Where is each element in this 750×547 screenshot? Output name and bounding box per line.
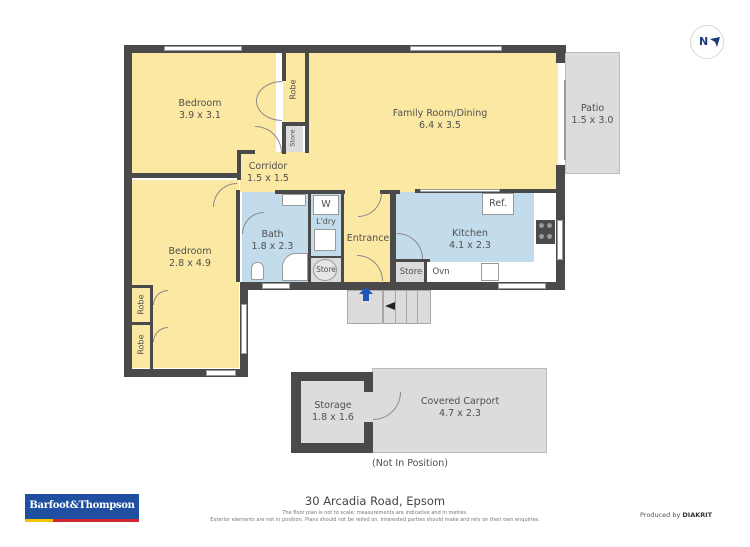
stair-direction-arrow-icon	[385, 302, 395, 310]
brand-stripe-red	[53, 519, 139, 522]
window	[420, 189, 500, 192]
not-in-position-note: (Not In Position)	[372, 458, 448, 469]
store-2-circle	[313, 259, 337, 281]
wall	[240, 282, 558, 290]
room-label-robe-1: Robe	[288, 79, 298, 100]
wall	[131, 173, 241, 178]
storage-doorway	[363, 392, 373, 422]
window	[241, 304, 247, 354]
wall	[236, 190, 240, 282]
disclaimer-line-1: The floor plan is not to scale; measurem…	[282, 510, 468, 516]
label-washer: W	[321, 199, 331, 210]
window	[206, 370, 236, 376]
produced-by-prefix: Produced by	[640, 511, 681, 519]
wall	[390, 190, 396, 282]
laundry-tub	[314, 229, 336, 251]
wall	[424, 259, 427, 284]
storage-area	[301, 381, 364, 443]
bath-vanity	[282, 194, 306, 206]
wall	[237, 150, 241, 180]
window	[410, 46, 502, 51]
window	[557, 220, 563, 260]
room-label-robe-3: Robe	[136, 334, 146, 355]
property-address: 30 Arcadia Road, Epsom	[304, 494, 446, 508]
wall	[282, 122, 286, 154]
window	[262, 283, 290, 289]
fridge	[482, 193, 514, 215]
label-oven: Ovn	[432, 267, 450, 277]
room-label-laundry: L'dry	[316, 217, 336, 226]
disclaimer-line-2: Exterior elements are not in position. P…	[210, 517, 540, 523]
wall	[124, 369, 248, 377]
window	[164, 46, 242, 51]
room-label-robe-2: Robe	[136, 294, 146, 315]
cooktop	[536, 220, 555, 244]
washer	[313, 195, 339, 215]
wall	[341, 190, 344, 282]
brand-logo-text: Barfoot&Thompson	[29, 500, 135, 511]
window	[564, 80, 566, 160]
wall	[282, 122, 308, 126]
room-label-store-1: Store	[288, 129, 297, 147]
patio-area	[565, 52, 620, 174]
carport-area	[372, 368, 547, 453]
wall	[556, 165, 565, 193]
door-swing	[255, 126, 282, 153]
wall	[311, 256, 341, 258]
wall	[396, 259, 430, 262]
entry-arrow-icon	[359, 287, 373, 301]
wall	[131, 285, 153, 288]
wall	[150, 285, 153, 369]
wall	[556, 45, 565, 63]
wall	[237, 150, 255, 154]
kitchen-bench	[396, 262, 556, 284]
produced-by: Produced by DIAKRIT	[640, 511, 712, 519]
wall	[131, 322, 153, 325]
room-label-entrance: Entrance	[346, 233, 390, 244]
wall	[380, 190, 400, 194]
compass: N	[690, 25, 724, 59]
brand-stripe-yellow	[25, 519, 53, 522]
wall	[124, 45, 566, 53]
brand-logo: Barfoot&Thompson	[25, 494, 139, 522]
wall	[305, 53, 309, 153]
north-arrow-icon	[710, 37, 720, 47]
bathtub	[282, 253, 308, 281]
label-fridge: Ref.	[489, 198, 507, 209]
room-label-store-3: Store	[399, 267, 423, 277]
room-label-store-2: Store	[316, 265, 336, 274]
store-3-area	[396, 262, 426, 284]
robe-1-area	[283, 52, 305, 122]
corridor-area	[240, 152, 360, 192]
window	[498, 283, 546, 289]
wall	[124, 45, 132, 377]
north-label: N	[699, 35, 709, 48]
store-1-area	[286, 126, 303, 152]
producer-brand: DIAKRIT	[682, 511, 713, 519]
toilet	[251, 262, 264, 280]
bedroom-2-area	[131, 180, 239, 368]
wall	[308, 190, 311, 282]
wall	[282, 53, 286, 81]
kitchen-sink	[481, 263, 499, 281]
